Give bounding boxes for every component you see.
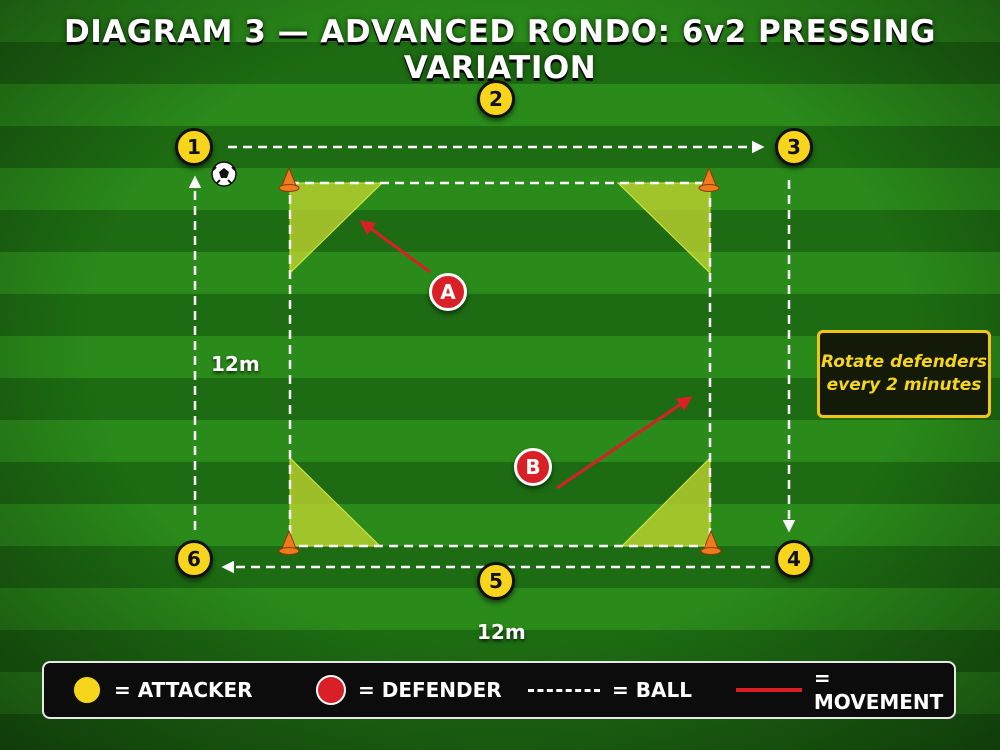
distance-label-horizontal: 12m [477,620,526,644]
corner-zone-bottom-right [620,456,711,547]
defender-badge: B [514,448,552,486]
defender-badge: A [429,273,467,311]
note-line-1: Rotate defenders [820,352,988,373]
legend: = ATTACKER = DEFENDER = BALL = MOVEMENT [42,661,956,719]
corner-zones [289,182,711,547]
attacker-badge: 1 [175,128,213,166]
legend-label-attacker: = ATTACKER [114,678,253,702]
cone-icon [278,529,300,555]
corner-zone-bottom-left [289,456,382,547]
diagram-title: DIAGRAM 3 — ADVANCED RONDO: 6v2 PRESSING… [64,14,936,86]
movement-arrows [359,220,693,490]
cone-icon [278,166,300,192]
corner-zone-top-right [616,182,711,275]
legend-item-defender: = DEFENDER [316,663,502,717]
dashed-line-icon [528,688,600,692]
legend-label-movement: = MOVEMENT [813,666,944,714]
legend-item-ball: = BALL [528,663,692,717]
legend-item-movement: = MOVEMENT [736,663,954,717]
cones [278,166,722,555]
coaching-note: Rotate defenders every 2 minutes [817,330,991,418]
attacker-badge: 6 [175,540,213,578]
attacker-badge: 2 [477,80,515,118]
legend-label-defender: = DEFENDER [358,678,502,702]
attacker-badge: 5 [477,562,515,600]
defender-dot-icon [316,675,346,705]
soccer-ball-icon [211,161,237,187]
movement-arrow-a [359,220,431,274]
note-line-2: every 2 minutes [826,375,982,395]
distance-label-vertical: 12m [211,352,260,376]
legend-label-ball: = BALL [612,678,692,702]
legend-item-attacker: = ATTACKER [72,663,253,717]
red-line-icon [736,688,802,692]
grid-boundary [288,181,712,548]
attacker-dot-icon [72,675,102,705]
movement-arrow-b [556,396,693,490]
cone-icon [700,529,722,555]
attacker-badge: 4 [775,540,813,578]
cone-icon [698,166,720,192]
attacker-badge: 3 [775,128,813,166]
